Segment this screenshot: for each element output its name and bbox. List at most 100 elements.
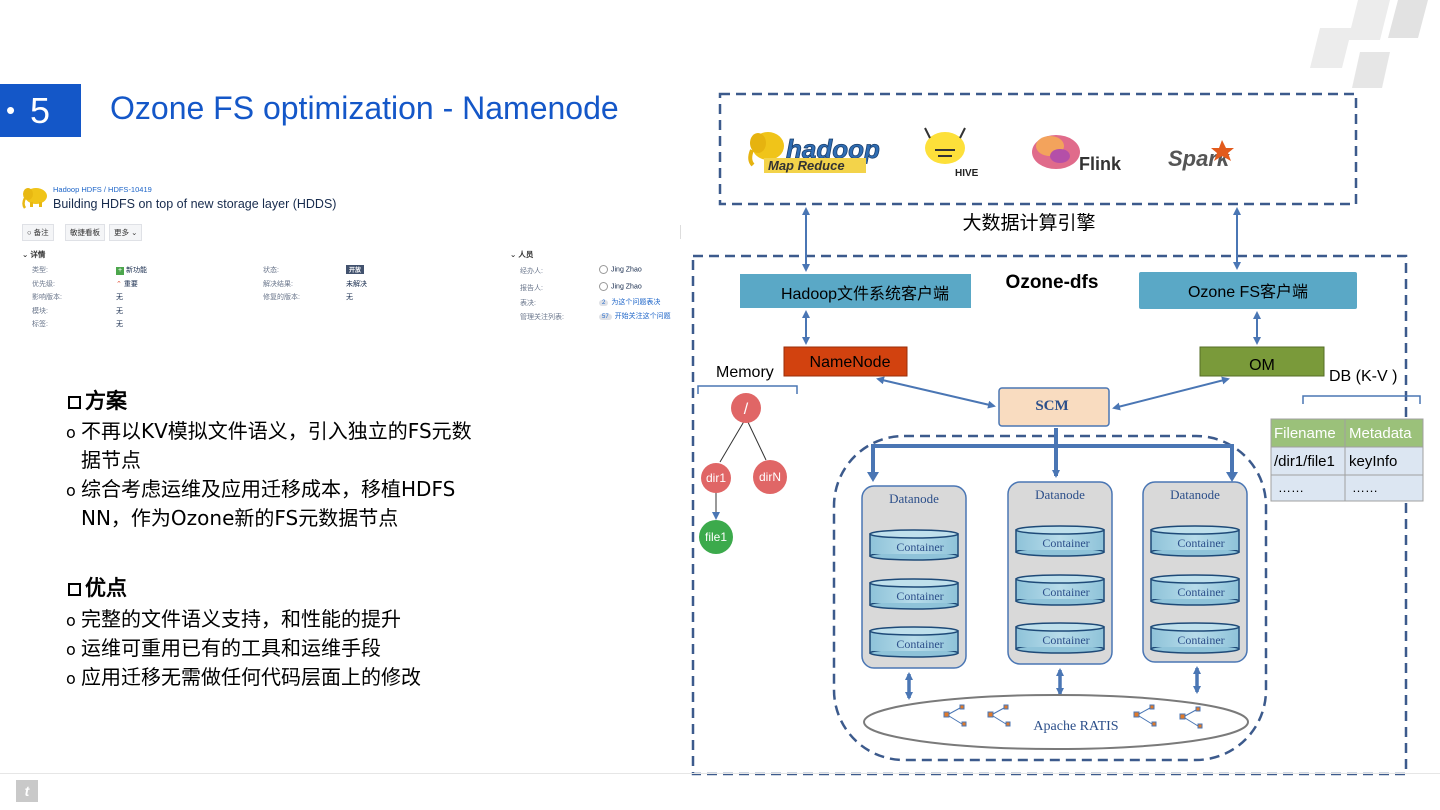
table-cell: /dir1/file1 — [1274, 453, 1335, 470]
avatar — [599, 282, 608, 291]
square-bullet-icon — [68, 396, 81, 409]
table-header: Filename — [1274, 425, 1336, 442]
corner-decoration — [1310, 0, 1428, 88]
tree-node-root — [731, 393, 761, 423]
assignee[interactable]: Jing Zhao — [599, 265, 642, 274]
tree-node-file1 — [699, 520, 733, 554]
container-label: Container — [1177, 633, 1224, 647]
field-value: 无 — [116, 321, 123, 328]
field-value: 无 — [116, 294, 123, 301]
container-cylinder: Container — [1015, 525, 1105, 557]
table-cell: …… — [1352, 480, 1378, 495]
ozone-dfs-label: Ozone-dfs — [1006, 272, 1099, 293]
avatar — [599, 265, 608, 274]
field-value: 无 — [346, 294, 353, 301]
ratis-peer-icons — [943, 704, 1203, 729]
container-label: Container — [1177, 536, 1224, 550]
footer-divider — [0, 773, 1440, 774]
hadoop-mapreduce-logo: hadoop Map Reduce — [748, 132, 880, 173]
container-label: Container — [1042, 536, 1089, 550]
hive-logo: HIVE — [924, 127, 979, 179]
plan-heading: 方案 — [68, 385, 127, 415]
om-label: OM — [1249, 357, 1275, 374]
details-section-header[interactable]: ⌄ 详情 — [22, 250, 46, 259]
ozone-dfs-box — [691, 254, 1408, 776]
container-cylinder: Container — [1150, 622, 1240, 654]
svg-text:dirN: dirN — [759, 470, 781, 484]
field-label: 优先级: — [32, 281, 55, 288]
engines-label: 大数据计算引擎 — [962, 212, 1095, 234]
field-label: 解决结果: — [263, 281, 293, 288]
om-box — [1199, 346, 1325, 377]
new-feature-icon: + — [116, 267, 124, 275]
container-label: Container — [896, 540, 943, 554]
kv-table: Filename Metadata /dir1/file1 keyInfo ……… — [1270, 418, 1424, 502]
advantages-heading: 优点 — [68, 572, 127, 602]
field-value: 无 — [116, 308, 123, 315]
datanode-label: Datanode — [889, 491, 939, 506]
field-label: 类型: — [32, 267, 48, 274]
slide-number-badge: • 5 — [0, 84, 81, 137]
container-cylinder: Container — [1150, 525, 1240, 557]
people-section-header[interactable]: ⌄ 人员 — [510, 250, 534, 259]
scm-label: SCM — [1035, 398, 1068, 414]
spark-logo: Spark — [1168, 140, 1234, 171]
container-cylinder: Container — [1150, 574, 1240, 606]
people-label: 经办人: — [520, 268, 543, 275]
ozone-client-label: Ozone FS客户端 — [1188, 283, 1308, 301]
field-label: 修复的版本: — [263, 294, 300, 301]
svg-text:HIVE: HIVE — [955, 168, 979, 179]
plan-item-cont: NN，作为Ozone新的FS元数据节点 — [81, 506, 399, 530]
breadcrumb[interactable]: Hadoop HDFS / HDFS-10419 — [53, 185, 152, 194]
square-bullet-icon — [68, 583, 81, 596]
container-cylinder: Container — [869, 626, 959, 658]
hadoop-client-label: Hadoop文件系统客户端 — [781, 285, 949, 303]
slide-title: Ozone FS optimization - Namenode — [110, 90, 619, 126]
ratis-label: Apache RATIS — [1033, 719, 1118, 734]
field-label: 模块: — [32, 308, 48, 315]
field-label: 标签: — [32, 321, 48, 328]
scm-box — [998, 387, 1110, 427]
people-label: 报告人: — [520, 285, 543, 292]
company-logo: t — [16, 780, 38, 802]
svg-text:Flink: Flink — [1079, 154, 1122, 174]
jira-issue-screenshot: Hadoop HDFS / HDFS-10419 Building HDFS o… — [20, 180, 682, 340]
svg-text:dir1: dir1 — [706, 471, 726, 485]
datanode-cluster-box — [832, 434, 1268, 762]
container-label: Container — [1042, 585, 1089, 599]
comment-button[interactable]: ○ 备注 — [22, 224, 54, 241]
more-button[interactable]: 更多 ⌄ — [109, 224, 143, 241]
field-label: 影响版本: — [32, 294, 62, 301]
priority-major-icon: ⌃ — [116, 281, 122, 288]
field-label: 状态: — [263, 267, 279, 274]
svg-text:/: / — [744, 401, 749, 418]
slide-number: 5 — [30, 90, 51, 131]
people-label: 表决: — [520, 300, 536, 307]
svg-text:Map Reduce: Map Reduce — [768, 158, 845, 173]
table-header: Metadata — [1349, 425, 1412, 442]
agile-board-button[interactable]: 敏捷看板 — [65, 224, 105, 241]
memory-label: Memory — [716, 364, 774, 381]
svg-text:file1: file1 — [705, 530, 727, 544]
container-cylinder: Container — [869, 529, 959, 561]
reporter[interactable]: Jing Zhao — [599, 282, 642, 291]
hadoop-client-box — [740, 274, 971, 308]
hadoop-elephant-icon — [22, 188, 47, 209]
container-label: Container — [896, 589, 943, 603]
people-label: 管理关注列表: — [520, 314, 564, 321]
container-label: Container — [896, 637, 943, 651]
namenode-box — [783, 346, 908, 377]
datanode-label: Datanode — [1035, 487, 1085, 502]
container-label: Container — [1177, 585, 1224, 599]
container-cylinder: Container — [869, 578, 959, 610]
container-cylinder: Container — [1015, 622, 1105, 654]
